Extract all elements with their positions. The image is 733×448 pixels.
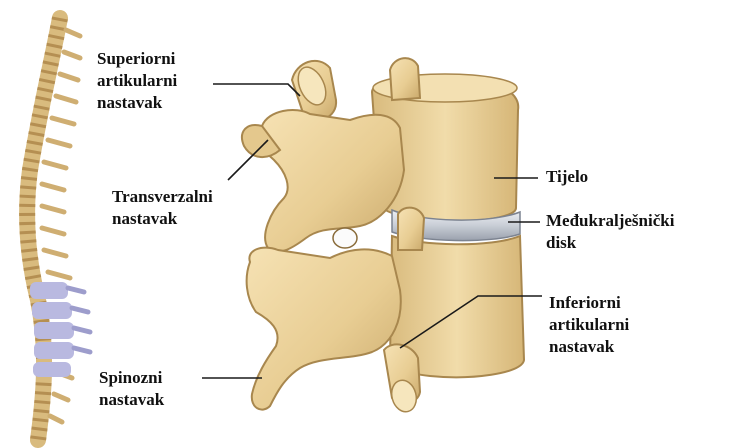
label-superior-articular-process: Superiorni artikularni nastavak [97,48,177,114]
leader-superior [213,84,300,96]
label-spinous-process: Spinozni nastavak [99,367,164,411]
label-transverse-process: Transverzalni nastavak [112,186,213,230]
lumbar-highlight [30,282,90,377]
label-vertebral-body: Tijelo [546,166,588,188]
upper-vertebral-arch [242,110,404,252]
label-intervertebral-disc: Međukralješnički disk [546,210,674,254]
label-inferior-articular-process: Inferiorni artikularni nastavak [549,292,629,358]
spine-column [27,18,90,440]
